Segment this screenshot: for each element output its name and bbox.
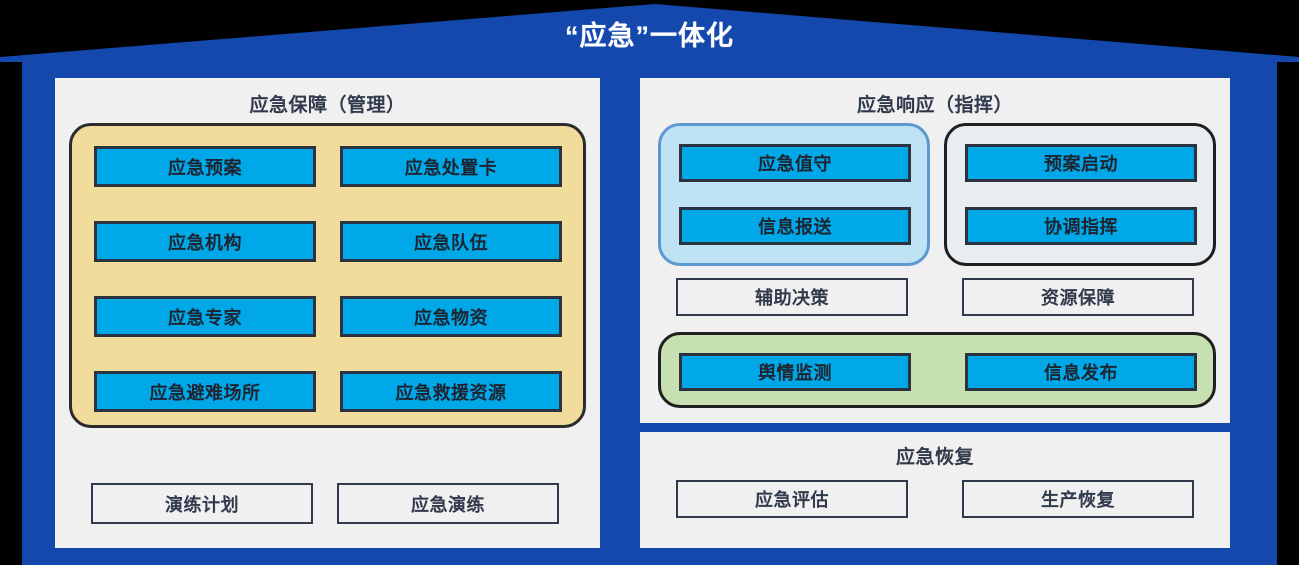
response-command-group: 预案启动 协调指挥 xyxy=(944,123,1216,266)
cell-information-report[interactable]: 信息报送 xyxy=(679,207,911,245)
cell-emergency-duty[interactable]: 应急值守 xyxy=(679,144,911,182)
cell-production-recovery[interactable]: 生产恢复 xyxy=(962,480,1194,518)
cell-emergency-assessment[interactable]: 应急评估 xyxy=(676,480,908,518)
cell-decision-support[interactable]: 辅助决策 xyxy=(676,278,908,316)
cell-plan-activation[interactable]: 预案启动 xyxy=(965,144,1197,182)
panel-recovery: 应急恢复 应急评估 生产恢复 xyxy=(640,432,1230,548)
panel-response-title: 应急响应（指挥） xyxy=(856,95,1013,116)
roof-shape xyxy=(0,0,1299,62)
response-duty-group: 应急值守 信息报送 xyxy=(658,123,930,266)
cell-resource-guarantee[interactable]: 资源保障 xyxy=(962,278,1194,316)
cell-disposal-card[interactable]: 应急处置卡 xyxy=(340,146,562,187)
cell-emergency-organization[interactable]: 应急机构 xyxy=(94,221,316,262)
roof-polygon xyxy=(0,4,1299,62)
panel-support-title: 应急保障（管理） xyxy=(249,95,406,116)
cell-emergency-shelter[interactable]: 应急避难场所 xyxy=(94,371,316,412)
cell-coordinated-command[interactable]: 协调指挥 xyxy=(965,207,1197,245)
support-resource-group: 应急预案 应急处置卡 应急机构 应急队伍 应急专家 应急物资 应急避难场所 应急… xyxy=(69,123,586,428)
cell-drill-plan[interactable]: 演练计划 xyxy=(91,483,313,524)
page-title: “应急”一体化 xyxy=(565,21,734,51)
cell-emergency-plan[interactable]: 应急预案 xyxy=(94,146,316,187)
cell-emergency-supplies[interactable]: 应急物资 xyxy=(340,296,562,337)
cell-rescue-resources[interactable]: 应急救援资源 xyxy=(340,371,562,412)
cell-emergency-team[interactable]: 应急队伍 xyxy=(340,221,562,262)
panel-response: 应急响应（指挥） 应急值守 信息报送 预案启动 协调指挥 辅助决策 资源保障 舆… xyxy=(640,78,1230,423)
cell-emergency-expert[interactable]: 应急专家 xyxy=(94,296,316,337)
panel-recovery-title: 应急恢复 xyxy=(895,447,974,468)
panel-support: 应急保障（管理） 应急预案 应急处置卡 应急机构 应急队伍 应急专家 应急物资 … xyxy=(55,78,600,548)
cell-information-release[interactable]: 信息发布 xyxy=(965,353,1197,391)
cell-public-opinion-monitoring[interactable]: 舆情监测 xyxy=(679,353,911,391)
cell-emergency-drill[interactable]: 应急演练 xyxy=(337,483,559,524)
response-public-opinion-group: 舆情监测 信息发布 xyxy=(658,332,1216,408)
